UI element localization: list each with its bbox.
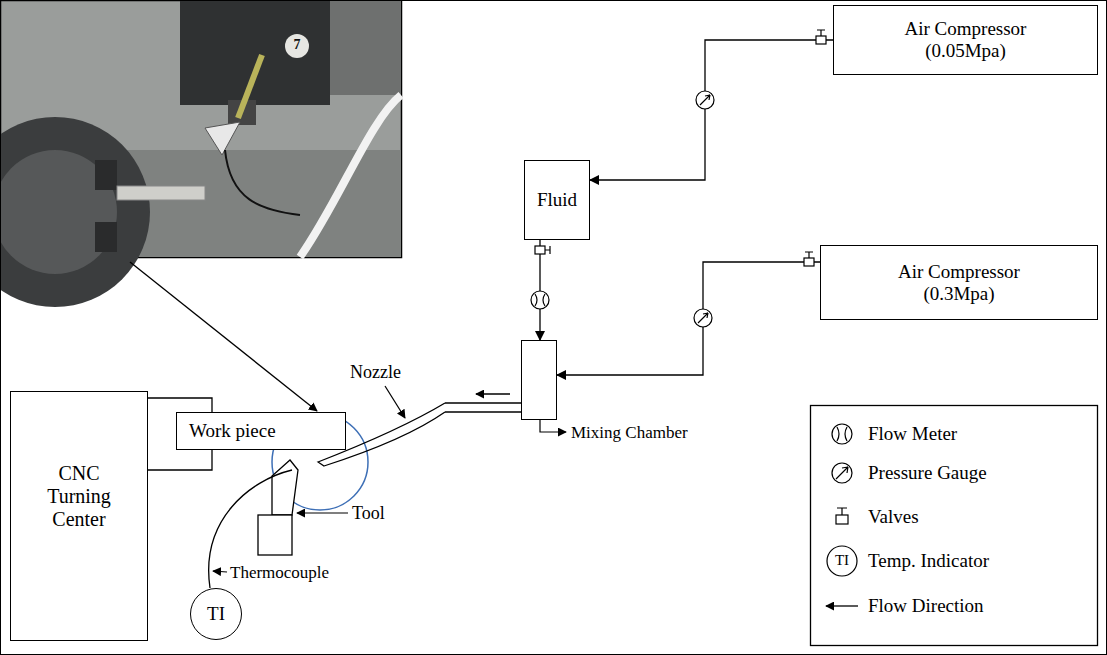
flow-direction-symbol: [826, 605, 858, 606]
valve-handle: [837, 508, 847, 515]
photo-callout-arrow: [130, 262, 317, 411]
valve-handle: [817, 30, 825, 36]
gauge-dial: [694, 309, 712, 327]
part-label: Nozzle: [350, 362, 401, 383]
nozzle-pipe: [445, 402, 521, 403]
temp-indicator: TI: [190, 588, 242, 640]
node-text: Fluid: [537, 189, 577, 211]
callout-number: 7: [289, 37, 305, 53]
node-text: Mixing Chamber: [571, 423, 688, 443]
symbol-text: TI: [827, 552, 857, 569]
part-label: Tool: [352, 503, 385, 524]
meter-throat: [535, 294, 545, 306]
gauge-needle: [700, 95, 710, 105]
pressure-gauge-symbol: [694, 309, 712, 327]
pressure-gauge-symbol: [832, 463, 852, 483]
turret-side: [330, 1, 401, 95]
mixing-chamber: Mixing Chamber: [521, 340, 557, 420]
flow-meter-symbol: [832, 424, 852, 444]
legend-text: Flow Meter: [868, 423, 957, 445]
gauge-needle: [698, 313, 708, 323]
valve-handle: [805, 252, 813, 258]
mixing-chamber-leader: [540, 420, 566, 432]
node-text: Air Compressor (0.3Mpa): [884, 261, 1034, 305]
meter-throat: [837, 427, 847, 441]
valve-body: [836, 515, 848, 524]
nozzle-pipe: [445, 411, 521, 412]
chuck-body: [0, 117, 150, 307]
compressor-box: Air Compressor (0.3Mpa): [820, 245, 1098, 320]
compressor-box: Air Compressor (0.05Mpa): [833, 5, 1098, 75]
chuck-face: [0, 150, 117, 274]
legend-text: Flow Direction: [868, 595, 984, 617]
valve-body: [816, 36, 826, 44]
legend-text: Pressure Gauge: [868, 462, 987, 484]
gauge-dial: [832, 463, 852, 483]
valve-handle: [545, 246, 550, 254]
cutting-insert: [205, 122, 240, 155]
temp-indicator-symbol: [827, 546, 857, 576]
legend-text: Temp. Indicator: [868, 550, 989, 572]
photo-thermocouple-wire: [225, 150, 300, 215]
meter-body: [531, 291, 549, 309]
chuck-jaw: [95, 222, 117, 252]
tool-leader: [297, 512, 348, 513]
pressure-gauge-symbol: [696, 91, 714, 109]
chuck-jaw: [95, 160, 117, 190]
legend-text: Valves: [868, 506, 919, 528]
part-label: Thermocouple: [230, 563, 329, 583]
tool-turret: [180, 1, 330, 105]
gauge-dial: [696, 91, 714, 109]
turret-number-plate: [285, 34, 309, 58]
flow-arrow: [476, 393, 510, 394]
nozzle-leader: [385, 386, 405, 418]
valve-symbol: [804, 252, 814, 266]
nozzle-drawing: [318, 403, 521, 466]
photo-nozzle: [238, 55, 262, 118]
pipe-connector: [590, 40, 833, 180]
workpiece-box: Work piece: [176, 412, 346, 450]
node-text: CNC Turning Center: [34, 462, 124, 531]
node-text: Work piece: [189, 420, 276, 442]
gauge-needle: [836, 467, 848, 479]
pipe-connector: [148, 398, 212, 412]
valve-symbol: [535, 246, 550, 254]
cutting-tool: [272, 460, 298, 515]
valve-body: [804, 258, 814, 266]
workpiece-rod: [117, 186, 205, 200]
flow-meter-symbol: [531, 291, 549, 309]
valve-body: [535, 246, 545, 254]
node-text: TI: [207, 603, 225, 625]
pipe-connector: [557, 262, 820, 375]
pipe-connector: [539, 240, 540, 340]
fluid-tank: Fluid: [524, 160, 590, 240]
machine-box: CNC Turning Center: [10, 391, 148, 641]
tool-holder: [258, 515, 292, 555]
thermocouple-leader: [213, 571, 227, 572]
node-text: Air Compressor (0.05Mpa): [891, 18, 1041, 62]
legend-box: [811, 406, 1098, 646]
pipe-connector: [148, 450, 212, 470]
valve-symbol: [816, 30, 826, 44]
valve-symbol: [836, 508, 848, 524]
photo-coolant-hose: [300, 95, 401, 257]
meter-body: [832, 424, 852, 444]
